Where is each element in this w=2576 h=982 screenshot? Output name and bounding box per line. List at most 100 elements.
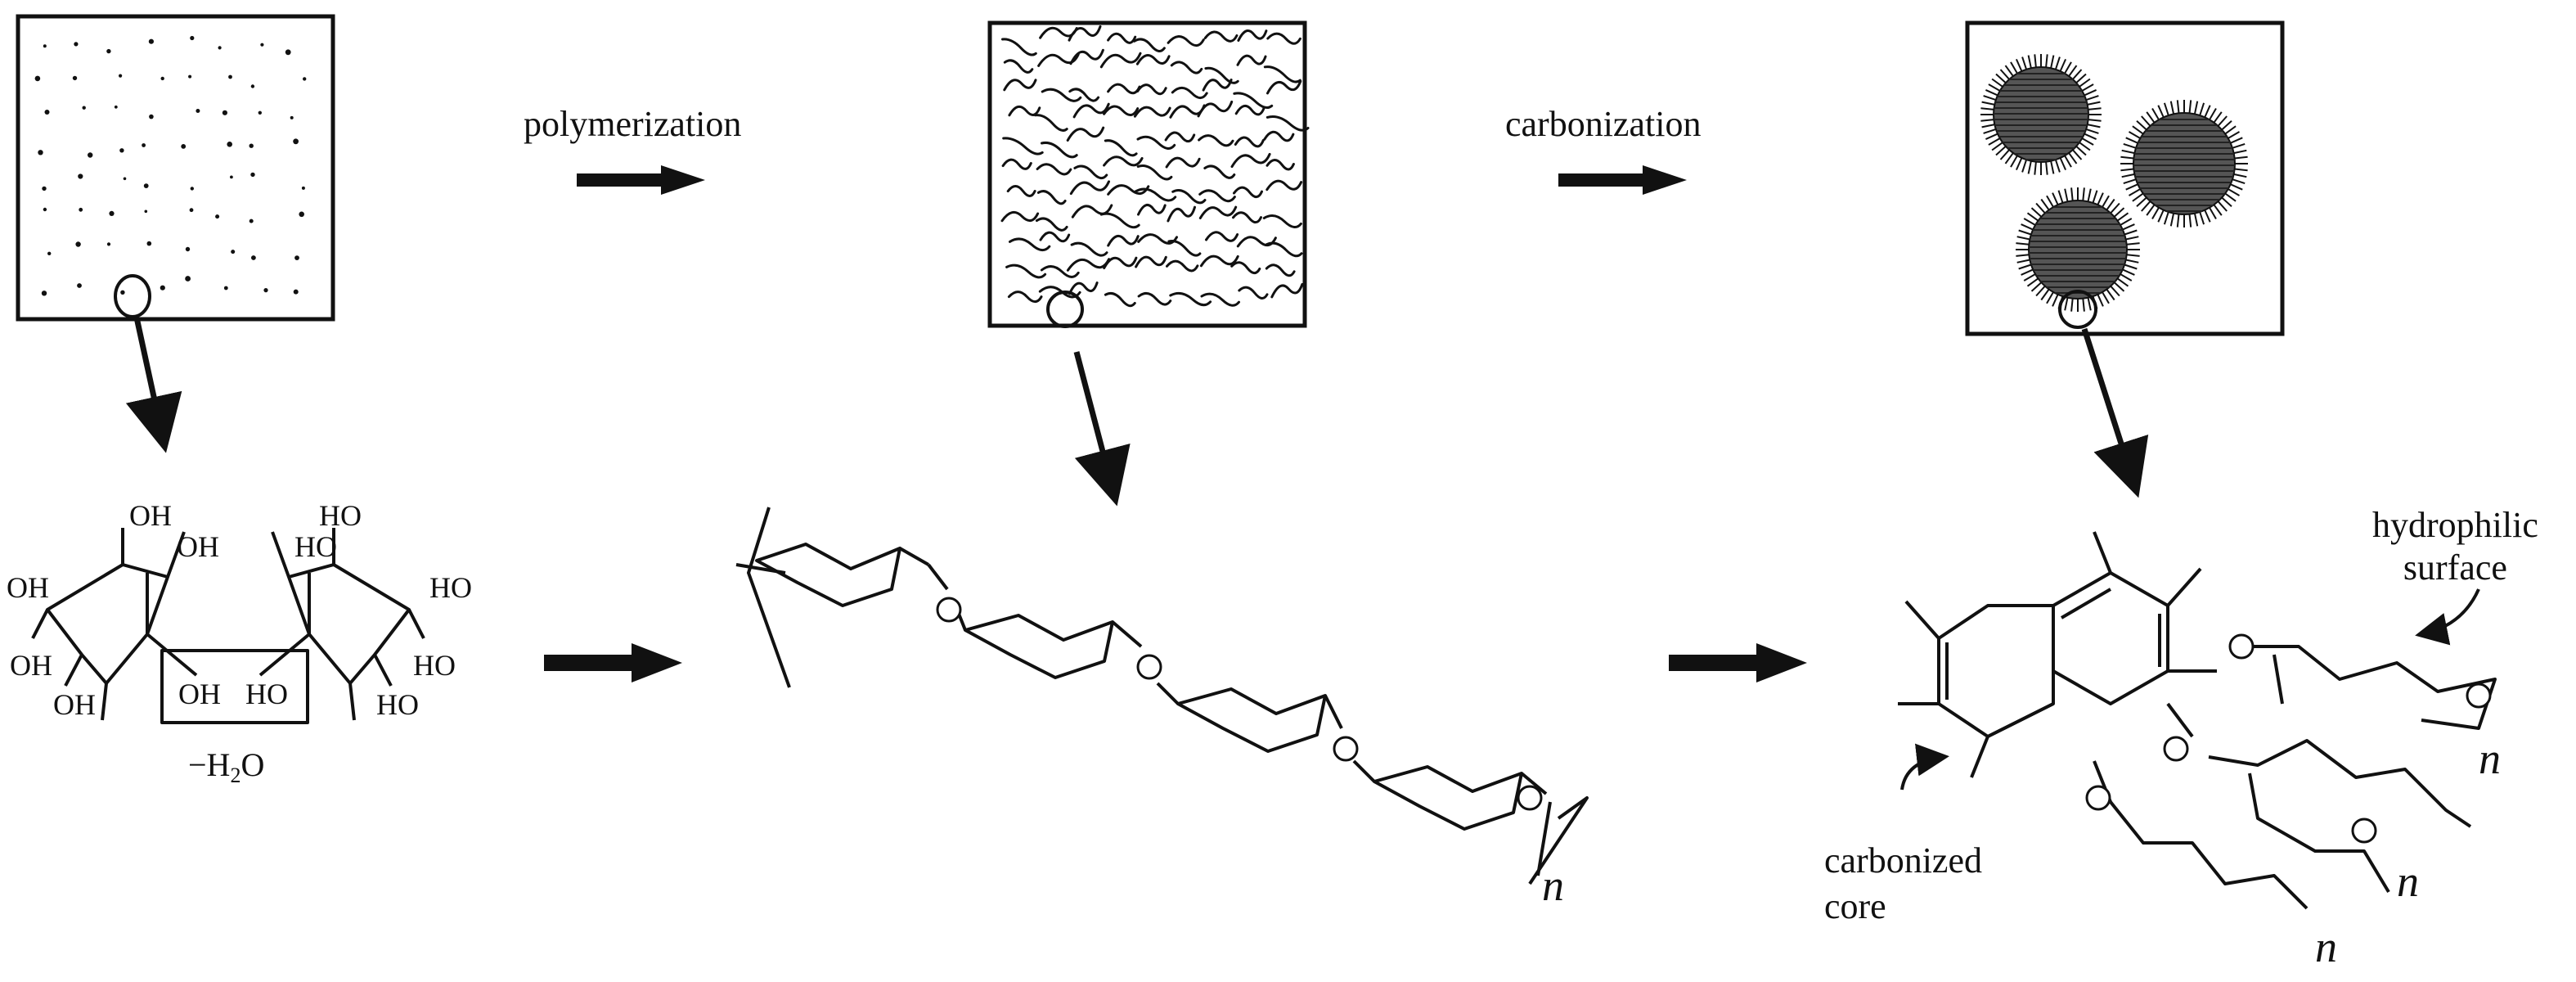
- polymer-squiggle: [1035, 217, 1068, 232]
- surface-hair: [2163, 102, 2169, 116]
- surface-hair: [2209, 107, 2217, 120]
- surface-hair: [2079, 142, 2091, 151]
- polymer-squiggle: [1103, 155, 1144, 167]
- glucose-dot: [123, 177, 127, 181]
- surface-hair: [2141, 200, 2151, 212]
- glucose-dot: [160, 76, 164, 81]
- glucose-dot: [190, 187, 194, 191]
- polymer-squiggle: [1007, 291, 1043, 304]
- surface-hair: [2120, 168, 2134, 172]
- polymer-squiggle: [1167, 240, 1202, 257]
- surface-hair: [2088, 107, 2102, 110]
- polymer-squiggle: [1265, 264, 1296, 277]
- polymer-squiggle: [1107, 184, 1150, 196]
- polymer-squiggle: [1099, 212, 1140, 229]
- surface-hair: [2234, 168, 2248, 172]
- polymer-squiggle: [1233, 186, 1263, 199]
- surface-hair: [2027, 55, 2032, 69]
- surface-hair: [2097, 192, 2104, 205]
- glucose-dot: [190, 35, 195, 41]
- surface-hair: [2232, 142, 2246, 149]
- surface-hair: [2209, 207, 2217, 220]
- surface-hair: [2120, 218, 2133, 226]
- polymer-squiggle: [1009, 237, 1051, 252]
- surface-hair: [2199, 102, 2205, 116]
- glucose-dot: [120, 290, 125, 295]
- polymer-squiggle: [1034, 114, 1068, 132]
- polymer-squiggle: [1069, 180, 1110, 196]
- surface-hair: [2199, 211, 2205, 225]
- surface-hair: [2110, 285, 2120, 297]
- glucose-dot: [41, 291, 47, 296]
- surface-hair: [2035, 202, 2046, 214]
- polymer-squiggle: [1107, 32, 1137, 44]
- zoom-circle-sphere: [2058, 290, 2097, 329]
- polymer-squiggle: [1066, 126, 1105, 142]
- surface-hair: [2087, 297, 2092, 311]
- surface-hair: [2128, 188, 2141, 196]
- glucose-dot: [106, 242, 111, 246]
- ho-label: HO: [413, 649, 456, 682]
- surface-hair: [2230, 183, 2243, 191]
- zoom-circle-polymer: [1046, 291, 1084, 328]
- surface-hair: [2075, 146, 2087, 156]
- polymer-squiggle: [1068, 88, 1100, 102]
- polymer-squiggle: [1072, 102, 1110, 119]
- surface-hair: [2010, 155, 2018, 168]
- core-pointer: [1900, 743, 1949, 791]
- polymer-repeat-n: n: [1542, 861, 1564, 910]
- surface-hair: [1995, 73, 2007, 83]
- surface-hair: [2082, 298, 2085, 312]
- polymer-squiggle: [1036, 190, 1067, 205]
- polymer-squiggle: [1167, 205, 1196, 223]
- glucose-dot: [285, 49, 291, 56]
- polymer-squiggle: [1104, 291, 1136, 308]
- surface-hair: [2228, 131, 2241, 139]
- surface-hair: [2023, 218, 2036, 226]
- polymer-squiggle: [1107, 234, 1140, 247]
- glucose-dot: [215, 214, 220, 219]
- surface-hair: [2113, 282, 2125, 292]
- surface-hair: [2122, 223, 2135, 231]
- glucose-dot: [249, 143, 254, 148]
- glucose-dot: [218, 46, 222, 50]
- polymer-squiggle: [1171, 189, 1207, 205]
- polymer-squiggle: [1001, 38, 1037, 56]
- ho-label: HO: [429, 571, 472, 604]
- surface-hair: [2040, 288, 2050, 301]
- surface-hair: [2125, 183, 2138, 191]
- polymer-squiggle: [1006, 185, 1036, 197]
- ho-label: HO: [245, 678, 288, 710]
- surface-hair: [2015, 58, 2023, 72]
- surface-hair: [1988, 83, 2001, 92]
- polymer-squiggle: [1135, 54, 1171, 65]
- polymer-squiggle: [1263, 65, 1301, 83]
- surface-hair: [2151, 107, 2160, 120]
- surface-hair: [2054, 159, 2061, 173]
- surface-hair: [2079, 78, 2091, 88]
- polymer-squiggle: [1136, 83, 1167, 96]
- carbon-sphere-structure: [1898, 531, 2497, 910]
- surface-hair: [2193, 213, 2199, 227]
- surface-hair: [2124, 229, 2138, 236]
- polymer-squiggle: [1003, 59, 1034, 74]
- polymer-squiggle: [1103, 256, 1138, 269]
- oh-label: OH: [129, 499, 172, 532]
- surface-hair: [2075, 73, 2087, 83]
- glucose-dot: [230, 175, 233, 179]
- surface-hair: [1988, 137, 2001, 146]
- surface-hair: [1999, 69, 2010, 80]
- surface-hair: [2120, 155, 2134, 160]
- polymer-squiggle: [1266, 115, 1310, 132]
- surface-hair: [2092, 190, 2098, 204]
- polymer-squiggle: [1070, 241, 1108, 257]
- surface-hair: [1980, 119, 1994, 122]
- surface-hair: [2213, 204, 2223, 216]
- surface-hair: [2228, 188, 2241, 196]
- surface-hair: [2106, 288, 2115, 301]
- polymer-squiggle: [1167, 35, 1205, 47]
- surface-hair: [2121, 173, 2135, 178]
- polymer-squiggle: [1266, 79, 1302, 95]
- surface-hair: [2087, 188, 2092, 202]
